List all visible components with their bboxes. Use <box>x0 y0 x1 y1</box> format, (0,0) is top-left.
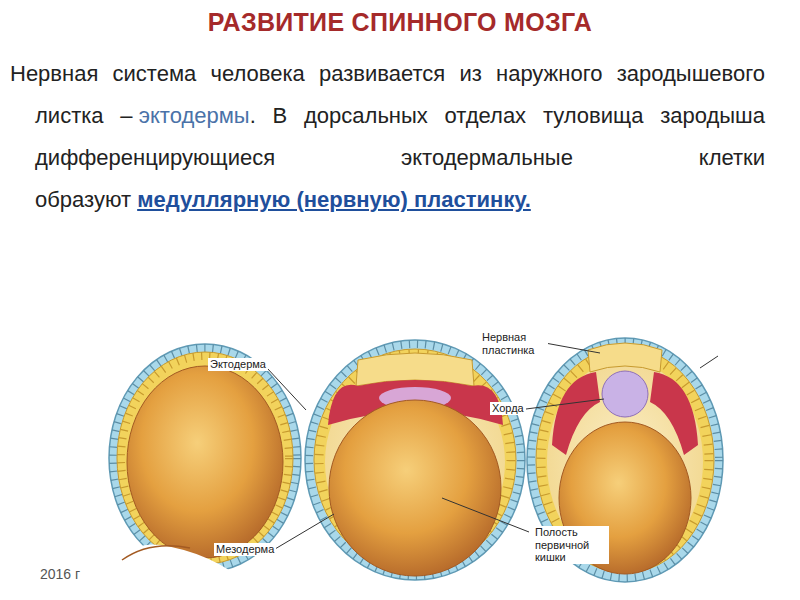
highlighted-term: эктодермы <box>139 103 250 128</box>
gastrula-section <box>109 344 301 585</box>
watermark: 2016 г <box>40 566 80 582</box>
leader-line <box>275 514 334 549</box>
paragraph: Нервная система человека развивается из … <box>35 53 765 221</box>
leader-lines <box>267 343 718 549</box>
part-label: Мезодерма <box>214 543 276 556</box>
leader-line <box>526 399 604 409</box>
neurula-late-section <box>527 338 723 582</box>
leader-line <box>700 356 718 368</box>
leader-line <box>442 498 529 532</box>
key-term: медуллярную (нервную) пластинку. <box>137 187 531 212</box>
neurula-early-section <box>305 340 525 580</box>
slide-title: РАЗВИТИЕ СПИННОГО МОЗГА <box>0 8 800 37</box>
part-label: Нервная пластинка <box>480 331 548 356</box>
leader-line <box>545 343 600 353</box>
part-label: Полость первичной кишки <box>533 526 609 564</box>
part-label: Эктодерма <box>208 358 268 371</box>
part-label: Хорда <box>490 402 526 415</box>
leader-line <box>267 368 306 410</box>
